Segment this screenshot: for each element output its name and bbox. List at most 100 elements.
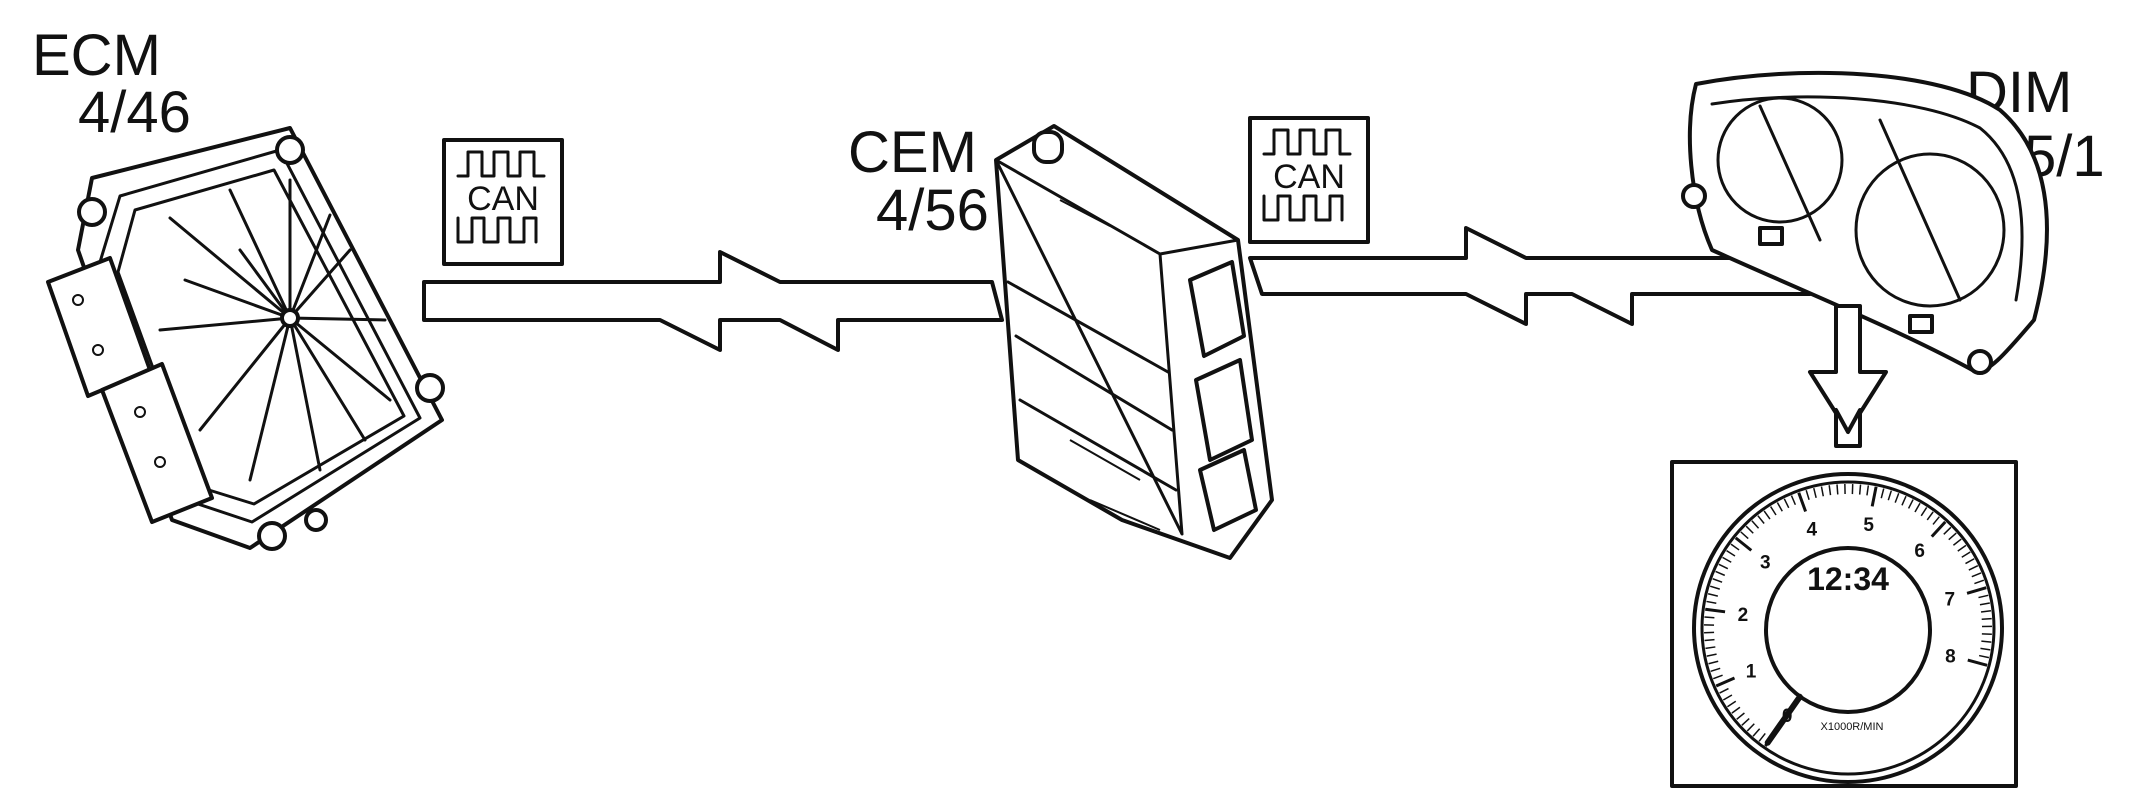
minor-tick (1709, 585, 1720, 590)
tick-label: 5 (1863, 515, 1874, 536)
minor-tick (1978, 654, 1990, 659)
tachometer-panel: 012345678 12:34 X1000R/MIN (1670, 460, 2018, 788)
minor-tick (1718, 563, 1729, 570)
square-wave-icon (456, 150, 546, 178)
can-bus-label-2: CAN (1273, 158, 1345, 196)
minor-tick (1978, 594, 1989, 599)
minor-tick (1907, 499, 1914, 509)
minor-tick (1715, 570, 1726, 577)
minor-tick (1763, 510, 1771, 520)
tick-label: 8 (1945, 646, 1956, 667)
minor-tick (1708, 660, 1719, 665)
minor-tick (1813, 487, 1817, 499)
minor-tick (1980, 647, 1991, 651)
ecm-name-label: ECM (32, 23, 161, 88)
minor-tick (1751, 520, 1760, 529)
minor-tick (1979, 602, 1990, 606)
can-bus-badge-1: CAN (442, 138, 564, 266)
minor-tick (1719, 687, 1729, 694)
minor-tick (1981, 640, 1992, 643)
minor-tick (1722, 694, 1733, 701)
tachometer-ticks (1704, 484, 1992, 747)
cem-name-label: CEM (848, 120, 977, 185)
minor-tick (1932, 516, 1940, 525)
minor-tick (1836, 484, 1839, 495)
cem-module: CEM 4/56 (848, 120, 1274, 560)
minor-tick (1968, 565, 1979, 571)
minor-tick (1971, 572, 1982, 578)
can-bus-badge-2: CAN (1248, 116, 1370, 244)
minor-tick (1948, 532, 1957, 541)
minor-tick (1731, 706, 1741, 714)
major-tick (1734, 536, 1753, 552)
ecm-unit-drawing (46, 126, 445, 551)
cem-code-label: 4/56 (876, 178, 989, 243)
minor-tick (1730, 543, 1740, 551)
minor-tick (1726, 549, 1736, 557)
minor-tick (1914, 502, 1921, 513)
dim-unit-drawing (1681, 70, 2049, 375)
minor-tick (1887, 490, 1893, 501)
minor-tick (1704, 616, 1715, 619)
major-tick (1967, 658, 1988, 667)
minor-tick (1736, 712, 1745, 720)
tachometer-needle (1764, 693, 1803, 746)
minor-tick (1952, 538, 1962, 546)
tachometer-unit-label: X1000R/MIN (1821, 721, 1884, 733)
tick-label: 6 (1914, 541, 1925, 562)
minor-tick (1740, 531, 1749, 540)
ecm-module: ECM 4/46 (32, 23, 445, 551)
minor-tick (1828, 485, 1832, 496)
tick-label: 3 (1760, 553, 1771, 574)
minor-tick (1746, 723, 1755, 732)
minor-tick (1706, 600, 1717, 605)
minor-tick (1820, 486, 1825, 497)
can-link-arrow-cem-dim (1248, 226, 1812, 326)
minor-tick (1741, 717, 1750, 726)
minor-tick (1722, 556, 1732, 563)
minor-tick (1783, 498, 1790, 509)
minor-tick (1901, 495, 1907, 506)
minor-tick (1769, 506, 1777, 516)
minor-tick (1757, 515, 1765, 524)
minor-tick (1704, 638, 1715, 642)
minor-tick (1866, 485, 1870, 496)
minor-tick (1961, 551, 1971, 558)
minor-tick (1880, 488, 1885, 499)
minor-tick (1894, 492, 1900, 503)
can-bus-label-1: CAN (467, 180, 539, 218)
minor-tick (1790, 495, 1797, 506)
minor-tick (1943, 526, 1952, 535)
major-tick (1797, 492, 1807, 512)
minor-tick (1974, 579, 1985, 585)
minor-tick (1758, 732, 1766, 742)
minor-tick (1707, 593, 1719, 597)
square-wave-icon (1262, 128, 1352, 156)
major-tick (1870, 486, 1878, 507)
minor-tick (1712, 674, 1723, 680)
tick-label: 4 (1806, 519, 1817, 540)
major-tick (1715, 676, 1736, 688)
minor-tick (1926, 511, 1934, 521)
tick-label: 1 (1746, 662, 1757, 683)
minor-tick (1726, 700, 1737, 708)
dim-module: DIM 5/1 (1681, 60, 2105, 375)
down-arrow (1808, 304, 1888, 434)
minor-tick (1706, 653, 1717, 657)
square-wave-icon (1262, 194, 1344, 222)
minor-tick (1752, 728, 1761, 737)
tachometer-inner-dial (1764, 546, 1932, 714)
minor-tick (1710, 667, 1721, 673)
can-link-arrow-ecm-cem (422, 250, 1004, 352)
minor-tick (1705, 646, 1716, 650)
tick-label: 7 (1944, 589, 1955, 610)
minor-tick (1981, 617, 1992, 620)
minor-tick (1805, 489, 1810, 500)
minor-tick (1712, 578, 1723, 583)
major-tick (1966, 586, 1987, 595)
cem-unit-drawing (994, 124, 1274, 560)
ecm-code-label: 4/46 (78, 80, 191, 145)
minor-tick (1776, 502, 1783, 512)
minor-tick (1965, 558, 1975, 565)
